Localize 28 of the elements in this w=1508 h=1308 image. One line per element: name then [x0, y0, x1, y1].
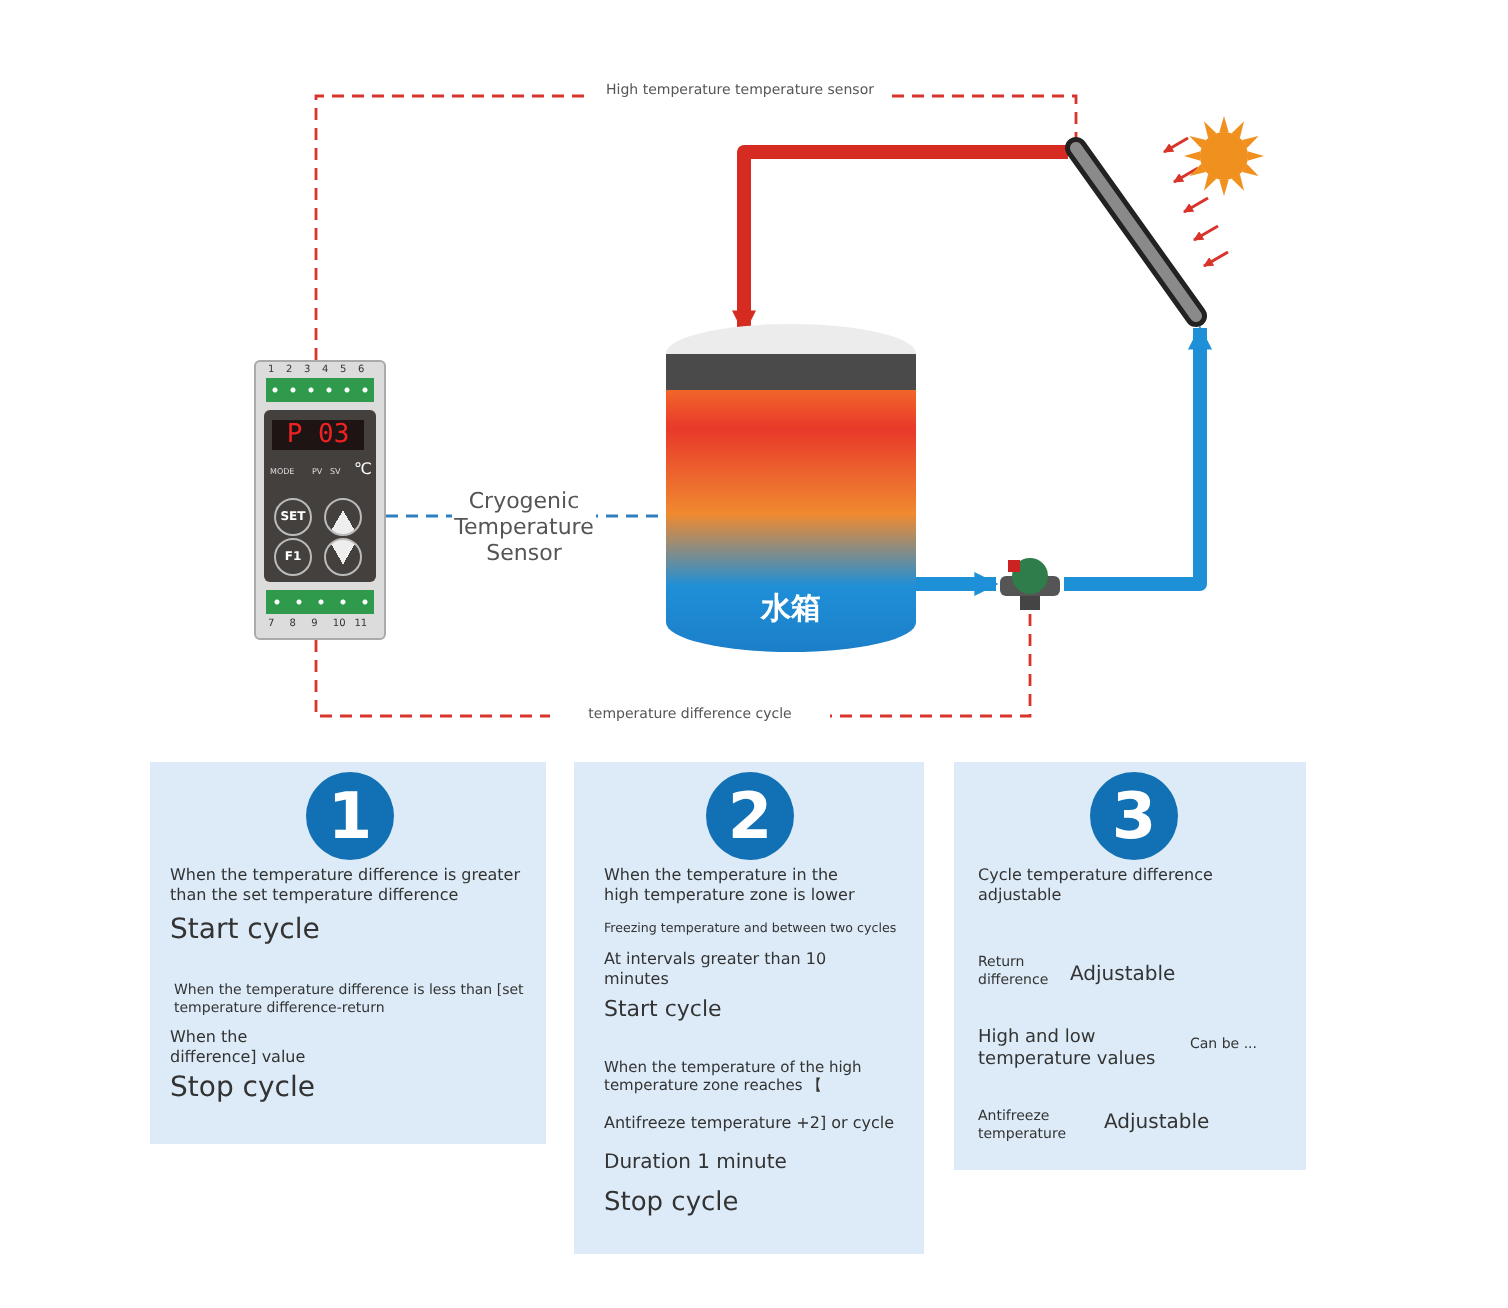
action-text: Start cycle: [170, 914, 320, 949]
display-readout: P 03: [272, 420, 364, 450]
action-text: Duration 1 minute: [604, 1152, 787, 1177]
controller-device: [254, 360, 386, 640]
action-text: Start cycle: [604, 996, 722, 1024]
unit-label: ℃: [354, 460, 372, 478]
condition-text: Antifreeze temperature +2] or cycle: [604, 1114, 895, 1134]
tank-label: 水箱: [758, 590, 823, 628]
water-pipe: [1064, 325, 1212, 591]
info-panel: [574, 762, 924, 1254]
condition-text: When the difference] value: [170, 1028, 308, 1068]
condition-text: At intervals greater than 10 minutes: [604, 950, 829, 990]
condition-text: High and low temperature values: [978, 1028, 1158, 1073]
info-panel: [954, 762, 1306, 1170]
water-tank: [666, 324, 916, 652]
step-number: 1: [306, 772, 394, 860]
info-panel: [150, 762, 546, 1144]
step-number: 2: [706, 772, 794, 860]
condition-text: When the temperature in the high temperature zone is lower: [604, 866, 857, 906]
action-text: Stop cycle: [170, 1072, 315, 1107]
step-number: 3: [1090, 772, 1178, 860]
condition-text: When the temperature difference is greater than the set temperature difference: [170, 866, 523, 906]
water-pipe: [916, 572, 999, 596]
action-text: Adjustable: [1070, 964, 1176, 989]
circulation-pump: [996, 556, 1064, 612]
action-text: Adjustable: [1104, 1112, 1210, 1137]
action-text: Stop cycle: [604, 1188, 739, 1221]
condition-text: Cycle temperature difference adjustable: [978, 866, 1215, 906]
